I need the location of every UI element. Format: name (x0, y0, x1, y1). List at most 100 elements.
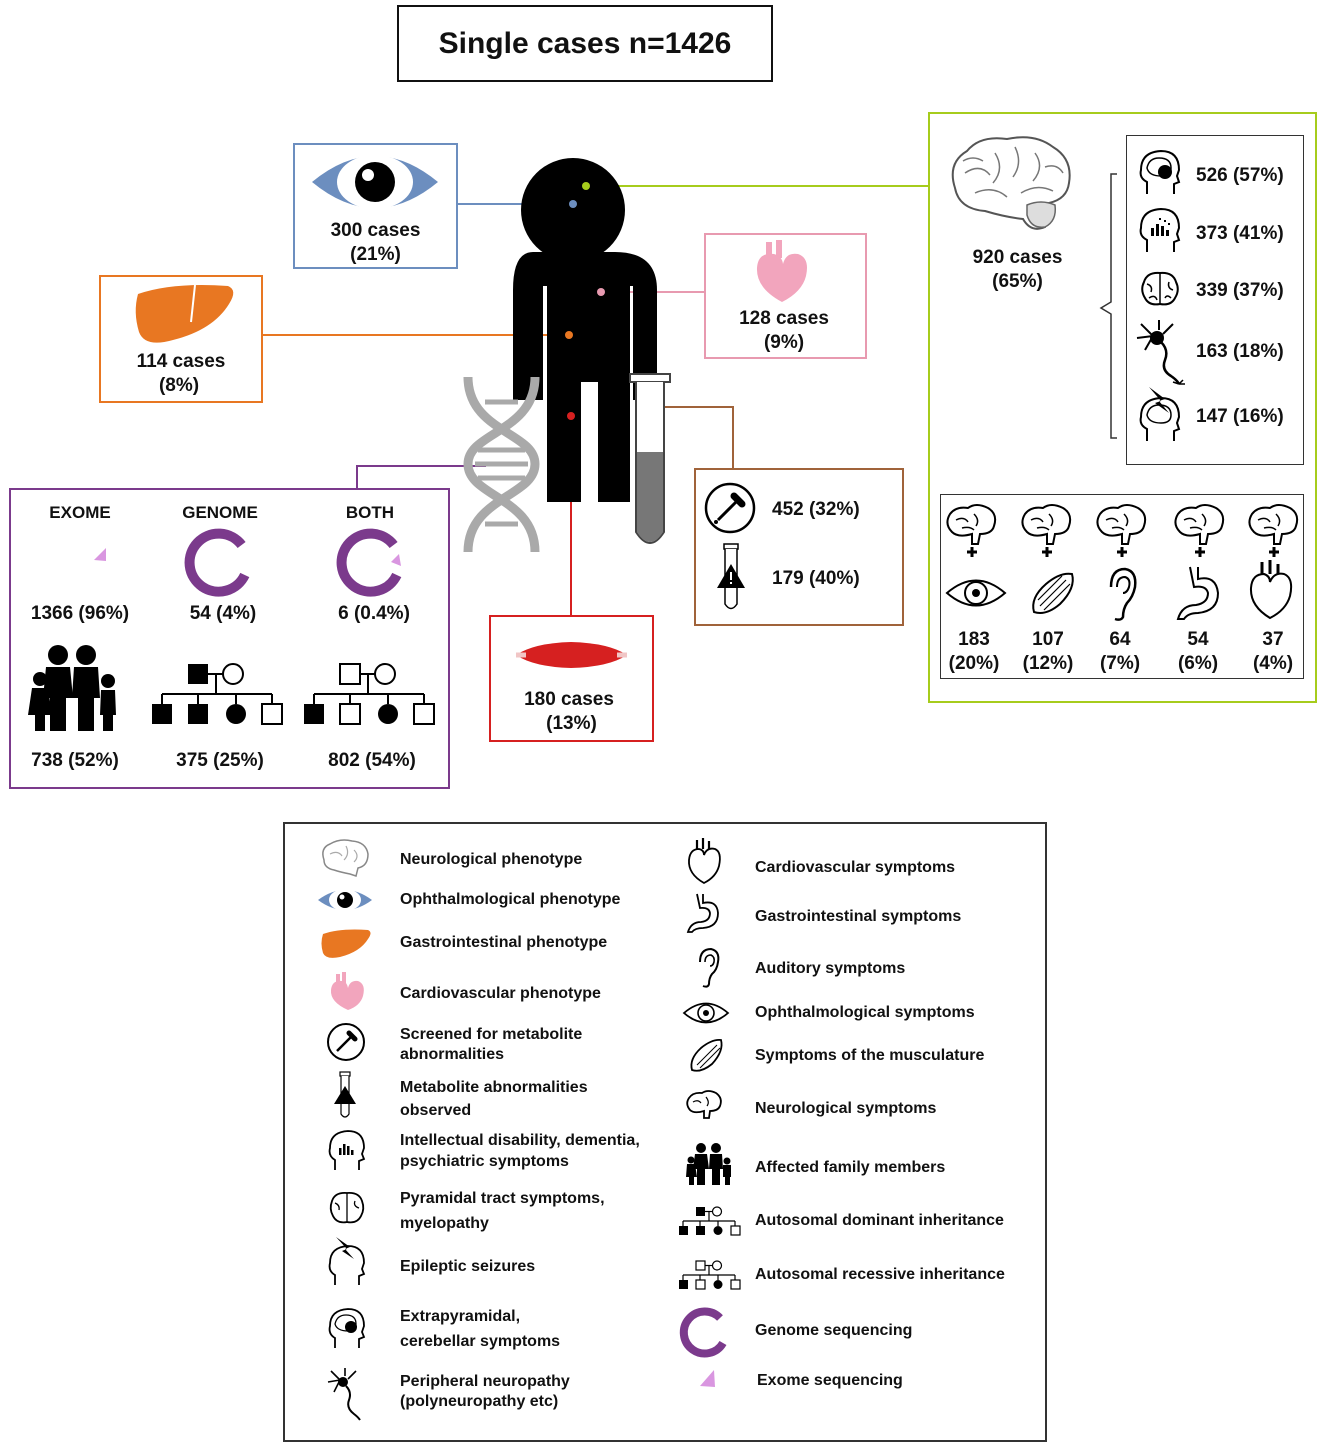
metabolite-screened-value: 452 (32%) (772, 499, 860, 520)
legend-gastrointestinal-phenotype: Gastrointestinal phenotype (400, 934, 608, 951)
legend-ophthalmological-symptoms: Ophthalmological symptoms (755, 1004, 975, 1021)
legend-pyramidal-line1: Pyramidal tract symptoms, (400, 1190, 605, 1207)
recessive-value: 802 (54%) (328, 750, 416, 771)
combo-heart-pct: (4%) (1252, 653, 1294, 674)
subtype-bracket (1099, 173, 1117, 439)
affected-family-icon (28, 645, 116, 731)
genome-sequencing-icon (184, 528, 250, 597)
legend-peripheral-line1: Peripheral neuropathy (400, 1373, 570, 1390)
legend-extrapyramidal-line2: cerebellar symptoms (400, 1333, 561, 1350)
legend-musculature-symptoms: Symptoms of the musculature (755, 1047, 985, 1064)
legend-ophthalmological-phenotype: Ophthalmological phenotype (400, 891, 621, 908)
genome-header: GENOME (182, 503, 258, 522)
intellectual-disability-head-icon (1139, 207, 1181, 252)
neuro-subtype-value-5: 147 (16%) (1196, 406, 1284, 427)
eye-icon (312, 155, 438, 209)
eye-pct: (21%) (350, 244, 401, 265)
muscle-cases: 180 cases (524, 689, 614, 710)
legend-extrapyramidal-head-icon (328, 1308, 366, 1348)
legend-screened-line1: Screened for metabolite (400, 1026, 583, 1043)
legend-heart-icon (330, 972, 364, 1010)
musculature-box (489, 615, 654, 742)
title-box: Single cases n=1426 (397, 5, 773, 82)
legend-stomach-icon (686, 893, 719, 933)
legend-liver-icon (321, 929, 371, 958)
eye-cases: 300 cases (330, 220, 421, 241)
combo-muscle-n: 107 (1032, 629, 1064, 650)
legend-epileptic-head-icon (328, 1237, 366, 1285)
neuro-subtype-value-3: 339 (37%) (1196, 280, 1284, 301)
legend-muscle-symptom-icon (690, 1039, 723, 1072)
legend-pipette-icon (327, 1023, 365, 1061)
brain-icon (951, 136, 1071, 230)
legend-ear-icon (699, 947, 720, 988)
combo-muscle-icon (1032, 572, 1074, 614)
muscle-pct: (13%) (546, 713, 597, 734)
both-header: BOTH (345, 503, 395, 522)
dominant-value: 375 (25%) (176, 750, 264, 771)
legend-auditory-symptoms: Auditory symptoms (755, 960, 906, 977)
legend-genome-sequencing: Genome sequencing (755, 1322, 913, 1339)
combo-eye-n: 183 (958, 629, 990, 650)
legend-cardio-symptom-icon (688, 838, 721, 885)
legend-box (283, 822, 1047, 1442)
legend-intellectual-head-icon (328, 1130, 366, 1170)
legend-neurological-symptoms: Neurological symptoms (755, 1100, 937, 1117)
combo-eye-pct: (20%) (948, 653, 1000, 674)
legend-extrapyramidal-line1: Extrapyramidal, (400, 1308, 521, 1325)
exome-header: EXOME (49, 503, 111, 522)
legend-screened-line2: abnormalities (400, 1046, 505, 1063)
legend-exome-icon (700, 1370, 715, 1387)
legend-pyramidal-brain-icon (329, 1192, 365, 1224)
legend-neuro-symptom-icon (686, 1090, 722, 1119)
liver-pct: (8%) (158, 375, 200, 396)
blood-tube-icon (629, 373, 671, 544)
combo-stomach-pct: (6%) (1177, 653, 1219, 674)
neuro-cases: 920 cases (972, 247, 1063, 268)
human-figure-icon (513, 158, 657, 502)
exome-value: 1366 (96%) (30, 603, 130, 624)
legend-pyramidal-line2: myelopathy (400, 1215, 489, 1232)
legend-metabolite-observed-line2: observed (400, 1102, 472, 1119)
neuro-subtype-value-2: 373 (41%) (1196, 223, 1284, 244)
page-title: Single cases n=1426 (438, 27, 732, 60)
legend-exome-sequencing: Exome sequencing (757, 1372, 903, 1389)
combo-stomach-icon (1176, 566, 1220, 620)
combo-muscle-pct: (12%) (1022, 653, 1074, 674)
heart-cases: 128 cases (739, 308, 829, 329)
legend-eye-icon (318, 889, 372, 911)
pipette-icon (704, 482, 756, 534)
legend-peripheral-line2: (polyneuropathy etc) (400, 1393, 559, 1410)
combo-brain-icons (946, 504, 1299, 557)
neuro-subtype-value-1: 526 (57%) (1196, 165, 1284, 186)
legend-cardiovascular-symptoms: Cardiovascular symptoms (755, 859, 956, 876)
liver-icon (135, 284, 234, 343)
legend-neurological-phenotype: Neurological phenotype (400, 851, 583, 868)
legend-brain-icon (322, 839, 369, 877)
legend-intellectual-line1: Intellectual disability, dementia, (400, 1132, 640, 1149)
legend-gastrointestinal-symptoms: Gastrointestinal symptoms (755, 908, 962, 925)
family-value: 738 (52%) (31, 750, 119, 771)
dna-icon (463, 376, 540, 553)
combo-eye-icon (945, 579, 1007, 607)
combo-ear-n: 64 (1109, 629, 1131, 650)
legend-eye-symptom-icon (682, 1002, 730, 1024)
combo-ear-icon (1109, 567, 1137, 621)
legend-cardiovascular-phenotype: Cardiovascular phenotype (400, 985, 601, 1002)
autosomal-dominant-pedigree-icon (152, 663, 283, 725)
both-value: 6 (0.4%) (338, 603, 410, 624)
neuro-pct: (65%) (992, 271, 1043, 292)
legend-dominant-pedigree-icon (679, 1206, 741, 1236)
legend-metabolite-observed-line1: Metabolite abnormalities (400, 1079, 588, 1096)
combo-ear-pct: (7%) (1099, 653, 1141, 674)
metabolite-observed-value: 179 (40%) (772, 568, 860, 589)
exome-sequencing-icon (94, 548, 106, 561)
legend-genome-icon (679, 1307, 727, 1358)
heart-icon (756, 240, 807, 302)
legend-autosomal-recessive: Autosomal recessive inheritance (755, 1266, 1005, 1283)
heart-pct: (9%) (763, 332, 805, 353)
legend-autosomal-dominant: Autosomal dominant inheritance (755, 1212, 1004, 1229)
legend-family-icon (686, 1143, 731, 1185)
neuro-subtype-value-4: 163 (18%) (1196, 341, 1284, 362)
peripheral-neuron-icon (1136, 320, 1185, 385)
